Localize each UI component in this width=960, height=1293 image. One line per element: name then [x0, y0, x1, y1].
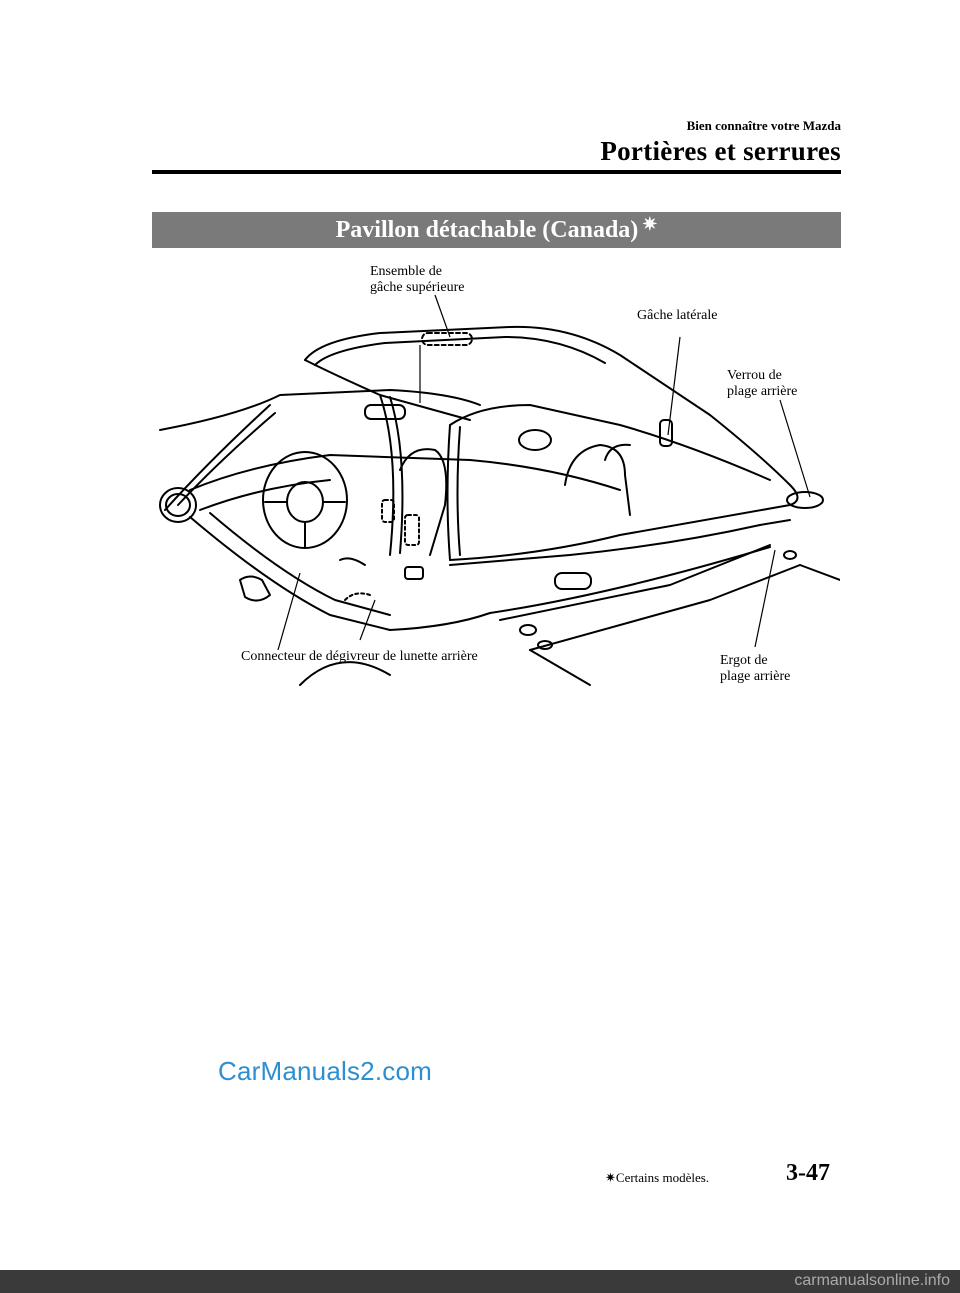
body-sill: [189, 516, 491, 631]
label-rear-lock-line1: Verrou de: [727, 368, 782, 383]
a-pillar-left: [164, 404, 271, 511]
footnote-text: Certains modèles.: [615, 1170, 710, 1185]
label-upper-latch-line2: gâche supérieure: [370, 280, 465, 295]
steering-wheel-hub: [286, 481, 324, 523]
label-upper-latch-line1: Ensemble de: [370, 264, 442, 279]
bottom-watermark-text: carmanualsonline.info: [794, 1272, 950, 1289]
roof-inner-edge: [314, 336, 606, 366]
b-pillar: [446, 424, 451, 561]
body-sill-inner: [209, 512, 391, 616]
rear-window-frame: [449, 404, 771, 481]
page-title: Portières et serrures: [600, 136, 841, 166]
label-side-latch: Gâche latérale: [637, 308, 718, 323]
trunk-lid-lower: [529, 564, 801, 651]
label-rear-lock: Verrou de plage arrière: [727, 368, 797, 400]
dashboard: [189, 454, 621, 491]
section-kicker: Bien connaître votre Mazda: [686, 118, 841, 133]
label-rear-pin-line1: Ergot de: [720, 653, 768, 668]
rear-lock-bump: [786, 491, 824, 509]
headlamp: [239, 575, 271, 602]
rear-deck: [449, 519, 791, 566]
label-rear-pin: Ergot de plage arrière: [720, 653, 790, 685]
rear-body: [529, 649, 591, 686]
headrest-right: [604, 443, 631, 461]
optional-feature-mark: ✷: [642, 213, 658, 234]
seat-left: [399, 448, 448, 556]
section-heading-bar: Pavillon détachable (Canada) ✷: [152, 212, 841, 248]
section-heading: Pavillon détachable (Canada): [335, 216, 639, 243]
hardtop-diagram: [159, 294, 840, 686]
seat-right: [564, 444, 631, 516]
watermark-text: CarManuals2.com: [218, 1056, 432, 1086]
windshield-frame: [159, 389, 481, 431]
hood-arc: [299, 661, 391, 686]
label-defroster-connector: Connecteur de dégivreur de lunette arriè…: [241, 649, 478, 664]
page-number: 3-47: [786, 1160, 830, 1186]
label-rear-lock-line2: plage arrière: [727, 384, 798, 399]
b-pillar-inner: [456, 426, 461, 556]
dashboard-lower: [199, 479, 331, 511]
trunk-lid: [499, 544, 771, 621]
a-pillar-left-inner: [177, 412, 276, 506]
side-mirror: [159, 487, 197, 523]
roof-outline: [304, 325, 799, 561]
rear-deck-edge: [489, 546, 771, 614]
header-rule: [152, 170, 841, 174]
label-upper-latch: Ensemble de gâche supérieure: [370, 264, 464, 296]
rear-body-right: [799, 564, 840, 581]
roof-front-edge: [304, 359, 471, 421]
rear-stopper: [554, 572, 592, 590]
rearview-mirror: [364, 404, 406, 420]
footnote: ✷Certains modèles.: [605, 1170, 709, 1186]
bottom-watermark-bar: carmanualsonline.info: [0, 1270, 960, 1293]
c-pillar-left: [379, 394, 395, 556]
footnote-mark: ✷: [605, 1170, 616, 1185]
label-rear-pin-line2: plage arrière: [720, 669, 791, 684]
